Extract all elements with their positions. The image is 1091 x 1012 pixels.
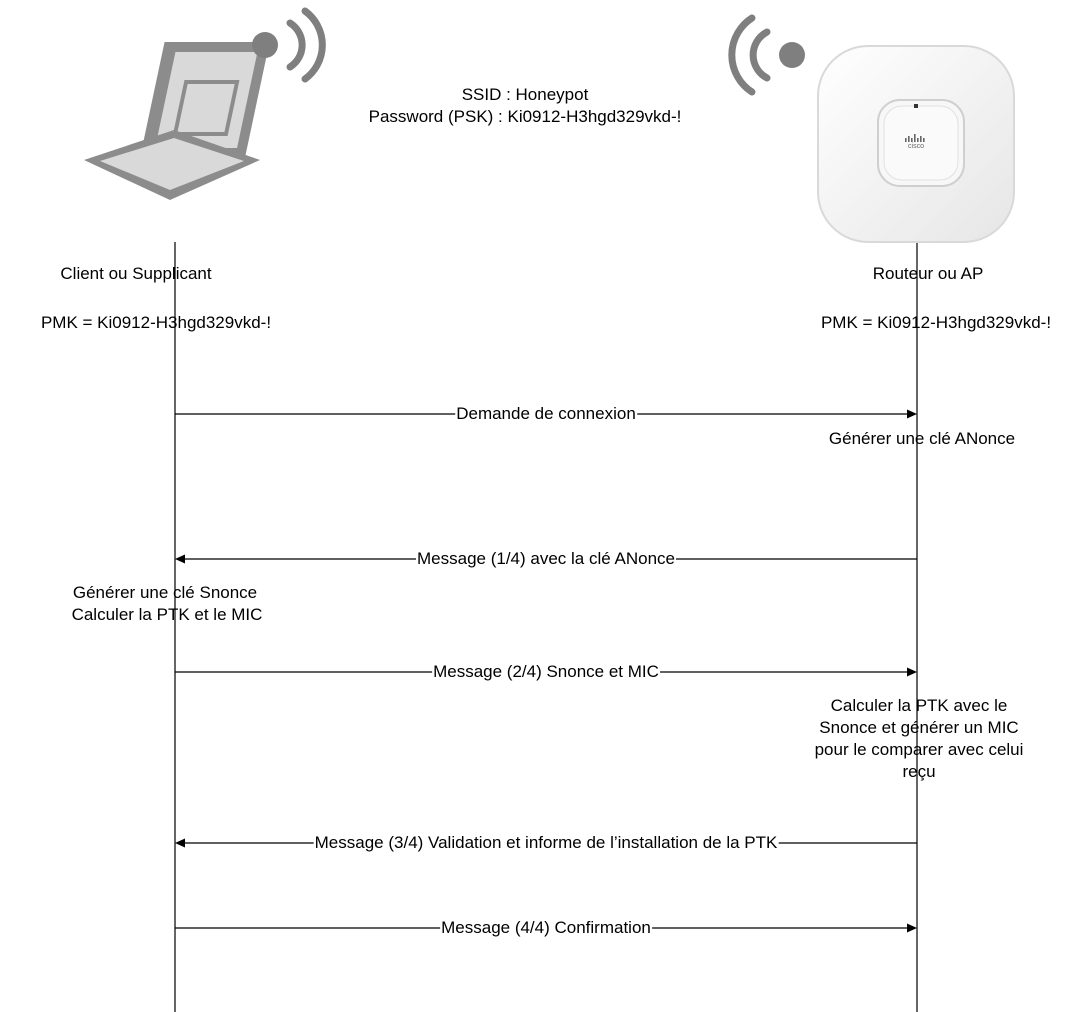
ssid-text: SSID : Honeypot	[461, 85, 589, 104]
message-label: Message (1/4) avec la clé ANonce	[416, 548, 676, 570]
wifi-signal-icon	[252, 7, 326, 83]
ap-step-note: reçu	[902, 762, 936, 781]
psk-text: Password (PSK) : Ki0912-H3hgd329vkd-!	[368, 107, 682, 126]
ap-step-note: pour le comparer avec celui	[814, 740, 1024, 759]
message-label: Message (2/4) Snonce et MIC	[432, 661, 660, 683]
ap-step-note: Calculer la PTK avec le	[830, 696, 1008, 715]
message-label: Demande de connexion	[455, 403, 637, 425]
ap-pmk: PMK = Ki0912-H3hgd329vkd-!	[820, 313, 1052, 332]
ap-name: Routeur ou AP	[872, 264, 984, 283]
message-label: Message (4/4) Confirmation	[440, 917, 652, 939]
ap-step-note: Générer une clé ANonce	[828, 429, 1016, 448]
cisco-logo-text: cisco	[908, 143, 924, 150]
ap-step-note: Snonce et générer un MIC	[819, 718, 1019, 737]
laptop-icon	[84, 42, 270, 200]
client-pmk: PMK = Ki0912-H3hgd329vkd-!	[40, 313, 272, 332]
client-step-note: Générer une clé Snonce	[72, 583, 258, 602]
access-point-icon	[817, 45, 1015, 243]
wifi-signal-icon	[728, 14, 805, 96]
message-label: Message (3/4) Validation et informe de l…	[313, 832, 779, 854]
client-step-note: Calculer la PTK et le MIC	[71, 605, 263, 624]
client-name: Client ou Supplicant	[60, 264, 212, 283]
